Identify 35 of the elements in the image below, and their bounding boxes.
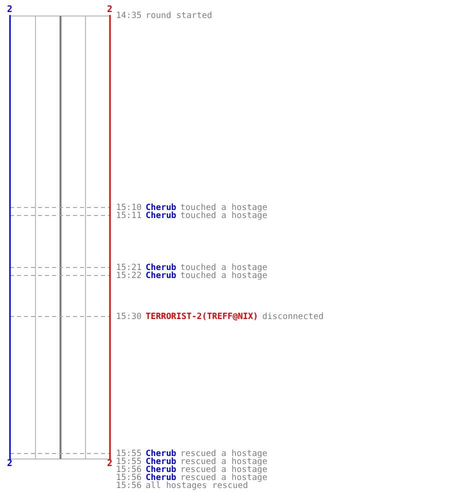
event-time: 14:35 xyxy=(116,12,142,20)
player-name: TERRORIST-2(TREFF@NIX) xyxy=(146,313,258,321)
event-time: 15:21 xyxy=(116,264,142,272)
event-time: 15:56 xyxy=(116,466,142,474)
player-name: Cherub xyxy=(146,212,176,220)
player-name: Cherub xyxy=(146,474,176,482)
player-name: Cherub xyxy=(146,466,176,474)
event-text: rescued a hostage xyxy=(180,474,268,482)
event-time: 15:22 xyxy=(116,272,142,280)
event-text: round started xyxy=(146,12,212,20)
event-time: 15:55 xyxy=(116,458,142,466)
event-time: 15:56 xyxy=(116,474,142,482)
player-count: 2 xyxy=(7,6,12,15)
event-time: 15:56 xyxy=(116,482,142,490)
player-count: 2 xyxy=(107,460,112,469)
player-name: Cherub xyxy=(146,458,176,466)
event-text: all hostages rescued xyxy=(146,482,248,490)
event-text: disconnected xyxy=(262,313,324,321)
event-time: 15:55 xyxy=(116,450,142,458)
event-text: rescued a hostage xyxy=(180,450,268,458)
player-count: 2 xyxy=(107,6,112,15)
player-name: Cherub xyxy=(146,272,176,280)
player-name: Cherub xyxy=(146,450,176,458)
event-text: rescued a hostage xyxy=(180,466,268,474)
event-text: touched a hostage xyxy=(180,212,268,220)
player-name: Cherub xyxy=(146,264,176,272)
player-count: 2 xyxy=(7,460,12,469)
event-time: 15:10 xyxy=(116,204,142,212)
event-text: touched a hostage xyxy=(180,264,268,272)
event-time: 15:11 xyxy=(116,212,142,220)
event-text: touched a hostage xyxy=(180,204,268,212)
player-name: Cherub xyxy=(146,204,176,212)
event-text: rescued a hostage xyxy=(180,458,268,466)
event-text: touched a hostage xyxy=(180,272,268,280)
event-time: 15:30 xyxy=(116,313,142,321)
